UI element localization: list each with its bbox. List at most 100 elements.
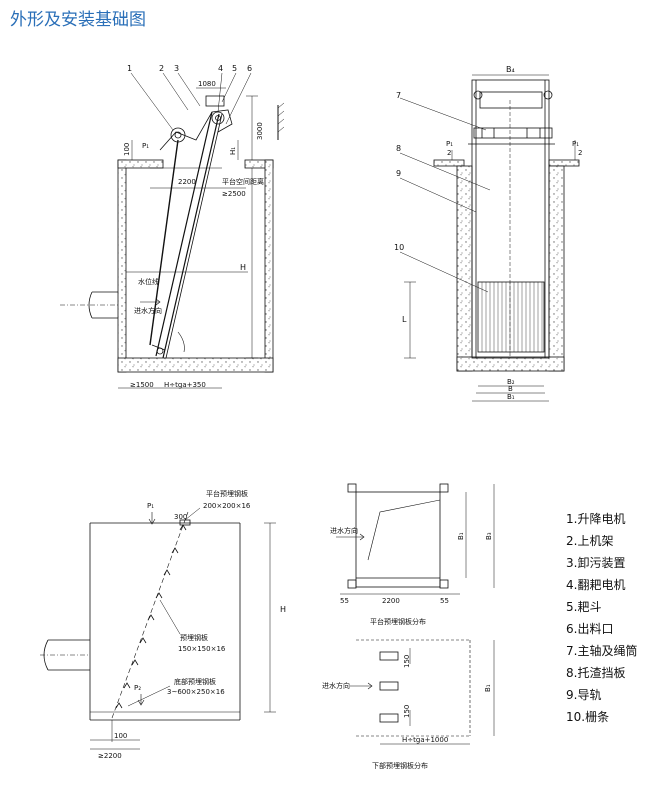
dim-100-embed: 100 xyxy=(114,732,127,740)
page-title: 外形及安装基础图 xyxy=(10,10,146,30)
p2-embed: P₂ xyxy=(134,684,141,692)
bp-plate-bottom xyxy=(379,713,399,723)
platform-plate-size: 200×200×16 xyxy=(203,502,251,510)
dim-h-side: H xyxy=(240,263,246,272)
bp-plate-top xyxy=(379,651,399,661)
fv-two-right: 2 xyxy=(578,149,582,157)
callout-7: 7 xyxy=(396,91,401,100)
bp-caption: 下部预埋钢板分布 xyxy=(372,761,428,770)
pp-outline xyxy=(355,491,441,588)
pp-2200: 2200 xyxy=(382,597,400,605)
fv-left-platform xyxy=(433,159,465,167)
legend-item: 5.耙斗 xyxy=(566,600,602,614)
callout-6: 6 xyxy=(247,64,252,73)
bp-150-top: 150 xyxy=(403,655,411,668)
fv-motor xyxy=(479,91,543,109)
pp-plate-tl xyxy=(347,483,357,493)
left-platform xyxy=(117,159,164,169)
fv-right-wall xyxy=(548,165,565,372)
dim-l: L xyxy=(402,315,407,324)
callout-4: 4 xyxy=(218,64,223,73)
fv-right-platform xyxy=(548,159,580,167)
h1: H₁ xyxy=(229,147,237,155)
pp-plate-tr xyxy=(439,483,449,493)
bp-inflow: 进水方向 xyxy=(322,681,350,690)
callout-8: 8 xyxy=(396,144,401,153)
b1-label-fv: B₁ xyxy=(507,393,515,401)
fv-main-shaft xyxy=(473,127,553,139)
callout-9: 9 xyxy=(396,169,401,178)
water-line-label: 水位线 xyxy=(138,277,159,286)
right-wall xyxy=(264,159,274,373)
upper-frame xyxy=(159,109,233,151)
pp-inflow: 进水方向 xyxy=(330,526,358,535)
pp-55-left: 55 xyxy=(340,597,349,605)
dim-1080: 1080 xyxy=(198,80,216,88)
pp-plate-bl xyxy=(347,579,357,589)
legend-item: 8.托渣挡板 xyxy=(566,666,626,680)
legend-item: 1.升降电机 xyxy=(566,512,626,526)
callout-5: 5 xyxy=(232,64,237,73)
platform-plate-label: 平台预埋钢板 xyxy=(206,489,248,498)
parts-legend: 1.升降电机 2.上机架 3.卸污装置 4.翻耙电机 5.耙斗 6.出料口 7.… xyxy=(566,508,637,728)
fv-bar-screen xyxy=(477,281,545,353)
side-view xyxy=(60,72,285,389)
embed-plate-label: 预埋钢板 xyxy=(180,633,208,642)
b2-label: B₂ xyxy=(507,378,515,386)
platform-plan xyxy=(336,483,495,595)
inflow-label-side: 进水方向 xyxy=(134,306,162,315)
fv-frame xyxy=(471,79,550,359)
dim-h-embed: H xyxy=(280,605,286,614)
fv-floor xyxy=(456,356,565,372)
p1-side: P₁ xyxy=(142,142,149,150)
fv-two-left: 2 xyxy=(447,149,451,157)
pp-caption: 平台预埋钢板分布 xyxy=(370,617,426,626)
b4-label: B₄ xyxy=(506,65,515,74)
bp-150-bottom: 150 xyxy=(403,705,411,718)
bp-htga: H÷tga+1000 xyxy=(402,736,448,744)
embed-plate-size: 150×150×16 xyxy=(178,645,226,653)
bottom-plate-size: 3~600×250×16 xyxy=(167,688,225,696)
bottom-plan xyxy=(350,639,495,745)
legend-item: 4.翻耙电机 xyxy=(566,578,626,592)
fv-left-wall xyxy=(456,165,473,372)
dim-300: 300 xyxy=(174,513,187,521)
b-label: B xyxy=(508,385,513,393)
pp-b1: B₁ xyxy=(457,532,465,540)
fv-p1-right: P₁ xyxy=(572,140,579,148)
dim-2200: 2200 xyxy=(178,178,196,186)
platform-spacing: 平台空间距离 xyxy=(222,177,264,186)
legend-item: 7.主轴及绳筒 xyxy=(566,644,638,658)
callout-3: 3 xyxy=(174,64,179,73)
rake-bucket xyxy=(156,347,164,355)
front-view xyxy=(399,74,580,402)
pp-b3: B₃ xyxy=(485,532,493,540)
fv-p1-left: P₁ xyxy=(446,140,453,148)
channel-floor xyxy=(117,357,274,373)
pp-plate-br xyxy=(439,579,449,589)
lifting-motor xyxy=(170,127,186,143)
callout-1: 1 xyxy=(127,64,132,73)
min-2500: ≥2500 xyxy=(222,190,246,198)
inlet-pipe-end xyxy=(88,291,93,319)
bottom-plate-label: 底部预埋钢板 xyxy=(174,677,216,686)
discharge-outlet xyxy=(205,95,225,107)
embed-view xyxy=(40,507,276,750)
htga-350: H÷tga+350 xyxy=(164,381,206,389)
dim-100: 100 xyxy=(123,143,131,156)
bp-b1: B₁ xyxy=(484,684,492,692)
p1-embed: P₁ xyxy=(147,502,154,510)
legend-item: 3.卸污装置 xyxy=(566,556,626,570)
pp-55-right: 55 xyxy=(440,597,449,605)
legend-item: 10.栅条 xyxy=(566,710,610,724)
min-2200: ≥2200 xyxy=(98,752,122,760)
legend-item: 9.导轨 xyxy=(566,688,602,702)
left-wall xyxy=(117,159,127,373)
legend-item: 2.上机架 xyxy=(566,534,614,548)
min-1500: ≥1500 xyxy=(130,381,154,389)
callout-2: 2 xyxy=(159,64,164,73)
legend-item: 6.出料口 xyxy=(566,622,614,636)
callout-10: 10 xyxy=(394,243,404,252)
dim-3000: 3000 xyxy=(256,122,264,140)
